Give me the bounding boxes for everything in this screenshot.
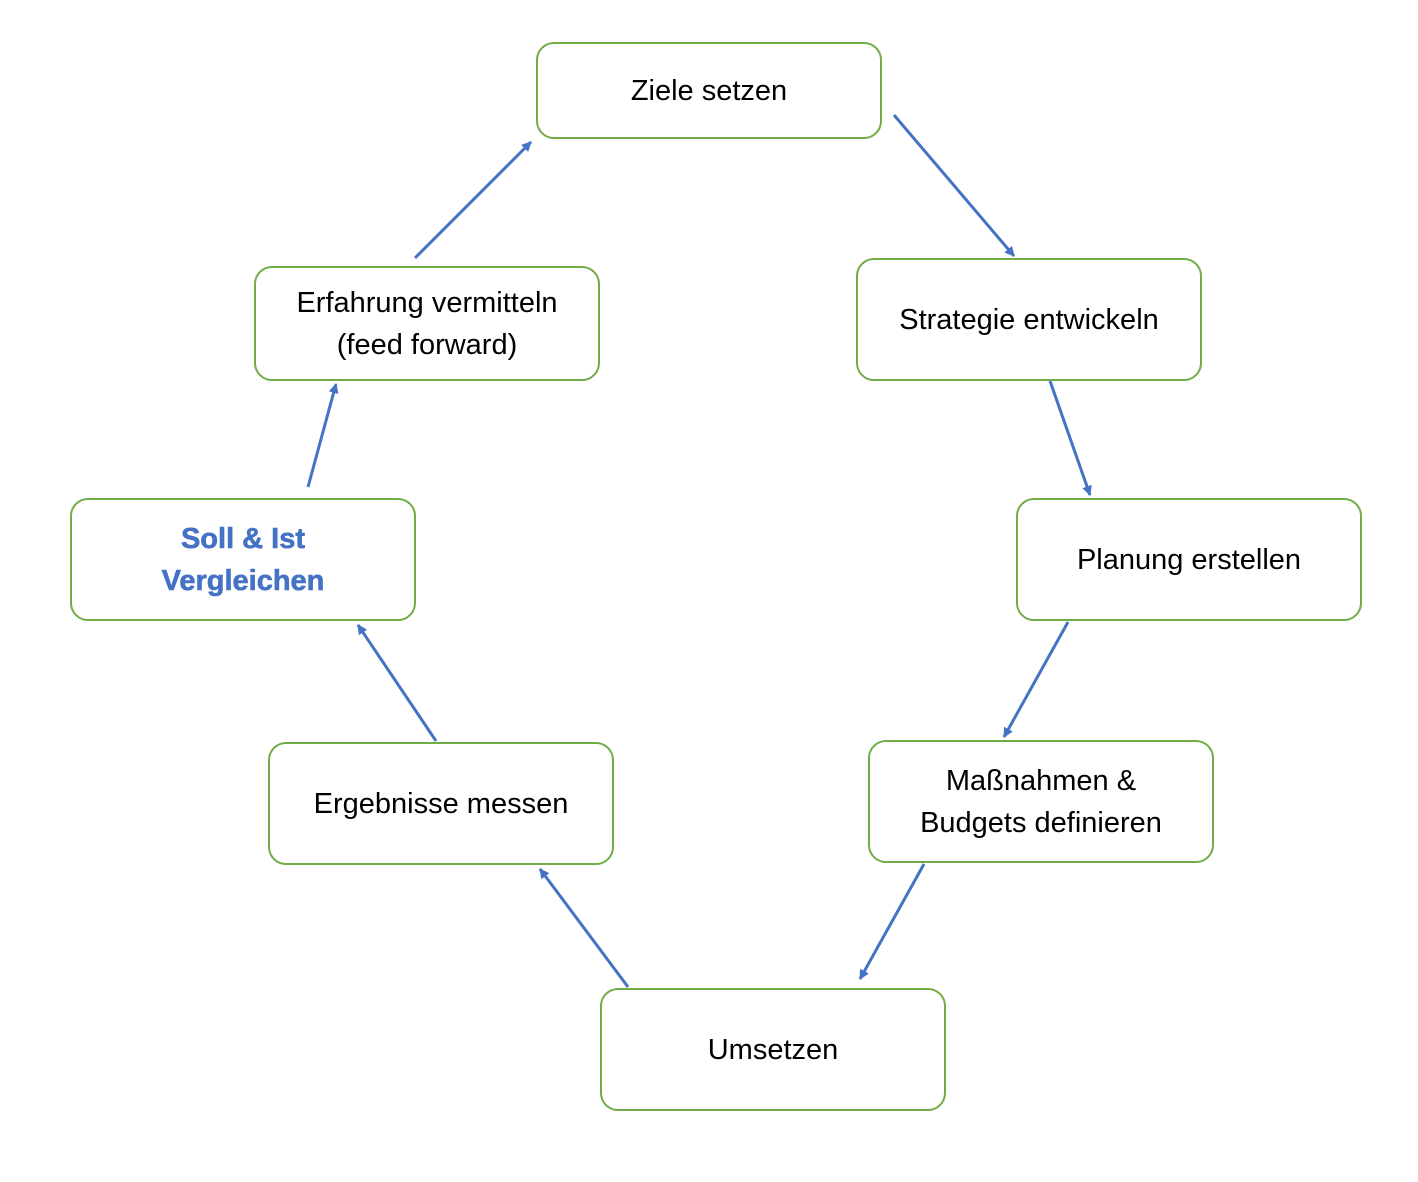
node-planung-erstellen: Planung erstellen [1016, 498, 1362, 621]
node-massnahmen-budgets: Maßnahmen & Budgets definieren [868, 740, 1214, 863]
node-erfahrung-vermitteln: Erfahrung vermitteln (feed forward) [254, 266, 600, 381]
node-label: Umsetzen [707, 1033, 839, 1066]
node-label: Erfahrung vermitteln (feed forward) [296, 286, 558, 361]
arrow-planung-to-massnahmen [1002, 621, 1070, 738]
node-label: Soll & Ist Vergleichen [161, 522, 325, 597]
arrow-ziele-to-strategie [892, 114, 1016, 257]
arrow-vergleich-to-erfahrung [306, 383, 339, 488]
node-label: Maßnahmen & Budgets definieren [920, 764, 1162, 839]
node-soll-ist-vergleichen: Soll & Ist Vergleichen [70, 498, 416, 621]
node-ergebnisse-messen: Ergebnisse messen [268, 742, 614, 865]
node-label: Planung erstellen [1076, 543, 1302, 576]
node-label: Strategie entwickeln [899, 303, 1159, 336]
node-strategie-entwickeln: Strategie entwickeln [856, 258, 1202, 381]
node-label: Ziele setzen [630, 74, 788, 107]
arrow-ergebnisse-to-vergleich [356, 624, 438, 742]
arrow-massnahmen-to-umsetzen [858, 863, 926, 980]
node-ziele-setzen: Ziele setzen [536, 42, 882, 139]
arrow-strategie-to-planung [1048, 380, 1092, 496]
node-umsetzen: Umsetzen [600, 988, 946, 1111]
arrow-umsetzen-to-ergebnisse [538, 868, 630, 988]
arrow-erfahrung-to-ziele [413, 140, 533, 260]
node-label: Ergebnisse messen [313, 787, 569, 820]
